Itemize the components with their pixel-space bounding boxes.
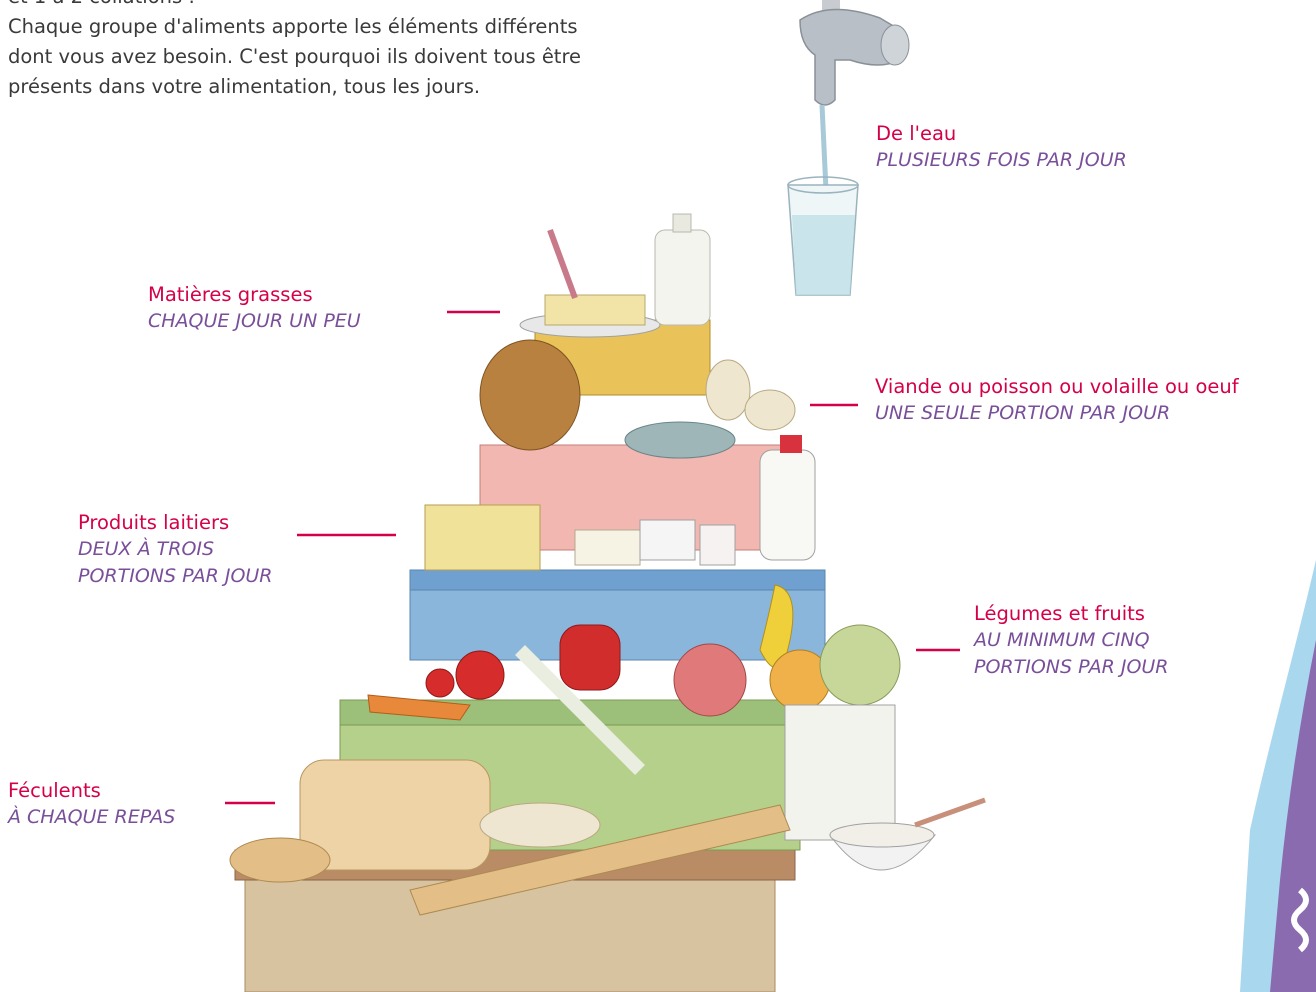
meat-label: Viande ou poisson ou volaille ou oeuf UN… bbox=[875, 373, 1239, 427]
starches-frequency: À CHAQUE REPAS bbox=[8, 804, 175, 831]
water-glass-drawing bbox=[788, 177, 858, 295]
vegetables-title: Légumes et fruits bbox=[974, 600, 1169, 627]
water-frequency: PLUSIEURS FOIS PAR JOUR bbox=[876, 147, 1127, 174]
dairy-frequency-line-1: DEUX À TROIS bbox=[78, 536, 273, 563]
fats-frequency: CHAQUE JOUR UN PEU bbox=[148, 308, 361, 335]
vegetables-label: Légumes et fruits AU MINIMUM CINQ PORTIO… bbox=[974, 600, 1169, 681]
fats-title: Matières grasses bbox=[148, 281, 361, 308]
starches-title: Féculents bbox=[8, 777, 175, 804]
decorative-wave bbox=[1240, 560, 1316, 992]
intro-line-1: Chaque groupe d'aliments apporte les élé… bbox=[8, 12, 708, 42]
intro-line-3: présents dans votre alimentation, tous l… bbox=[8, 72, 708, 102]
intro-line-2: dont vous avez besoin. C'est pourquoi il… bbox=[8, 42, 708, 72]
water-title: De l'eau bbox=[876, 120, 1127, 147]
intro-line-0: et 1 à 2 collations : bbox=[8, 0, 708, 12]
meat-title: Viande ou poisson ou volaille ou oeuf bbox=[875, 373, 1239, 400]
vegetables-frequency-line-2: PORTIONS PAR JOUR bbox=[974, 654, 1169, 681]
fats-label: Matières grasses CHAQUE JOUR UN PEU bbox=[148, 281, 361, 335]
dairy-frequency-line-2: PORTIONS PAR JOUR bbox=[78, 563, 273, 590]
intro-paragraph: et 1 à 2 collations : Chaque groupe d'al… bbox=[8, 0, 708, 102]
dairy-label: Produits laitiers DEUX À TROIS PORTIONS … bbox=[78, 509, 273, 590]
vegetables-frequency-line-1: AU MINIMUM CINQ bbox=[974, 627, 1169, 654]
dairy-title: Produits laitiers bbox=[78, 509, 273, 536]
meat-frequency: UNE SEULE PORTION PAR JOUR bbox=[875, 400, 1239, 427]
starches-label: Féculents À CHAQUE REPAS bbox=[8, 777, 175, 831]
water-label: De l'eau PLUSIEURS FOIS PAR JOUR bbox=[876, 120, 1127, 174]
